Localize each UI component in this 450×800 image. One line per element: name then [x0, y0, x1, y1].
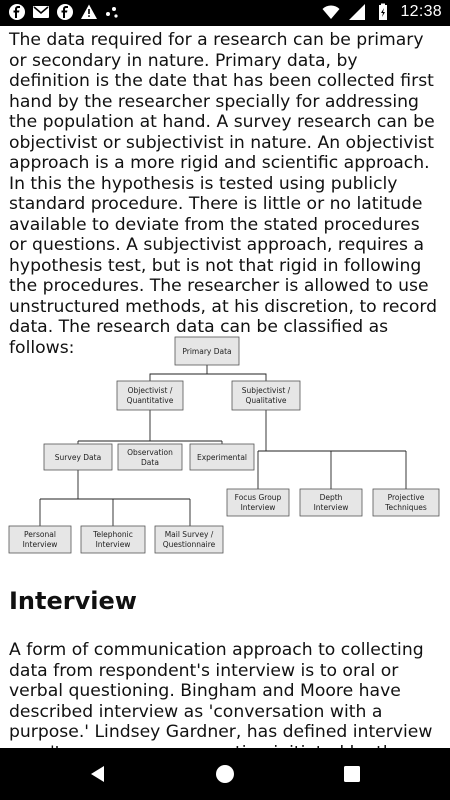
- diagram-connector: [149, 365, 208, 381]
- node-label: Interview: [314, 503, 349, 512]
- node-survey-data: Survey Data: [43, 443, 113, 471]
- node-experimental: Experimental: [189, 443, 255, 471]
- dots-icon: [104, 3, 122, 21]
- node-label: Depth: [320, 493, 343, 502]
- recents-icon: [344, 766, 360, 782]
- notification-icons: [8, 3, 122, 21]
- interview-paragraph: A form of communication approach to coll…: [9, 640, 433, 748]
- system-icons: 12:38: [322, 3, 442, 21]
- facebook-icon: [56, 3, 74, 21]
- node-label: Projective: [388, 493, 425, 502]
- signal-icon: [348, 3, 366, 21]
- recents-button[interactable]: [340, 762, 364, 786]
- back-icon: [91, 766, 104, 782]
- home-button[interactable]: [213, 762, 237, 786]
- node-label: Qualitative: [245, 396, 286, 405]
- warning-icon: [80, 3, 98, 21]
- node-primary-data: Primary Data: [174, 336, 240, 366]
- node-label: Telephonic: [92, 530, 133, 539]
- home-icon: [216, 765, 234, 783]
- node-label: Subjectivist /: [242, 386, 291, 395]
- node-depth-interview: Depth Interview: [299, 488, 363, 517]
- node-observation-data: Observation Data: [117, 443, 183, 471]
- node-label: Objectivist /: [128, 386, 173, 395]
- wifi-icon: [322, 3, 340, 21]
- node-label: Focus Group: [235, 493, 282, 502]
- back-button[interactable]: [86, 762, 110, 786]
- node-personal-interview: Personal Interview: [8, 525, 72, 554]
- node-subjectivist: Subjectivist / Qualitative: [231, 380, 301, 411]
- node-label: Observation: [127, 448, 173, 457]
- node-label: Personal: [24, 530, 56, 539]
- node-label: Primary Data: [182, 347, 231, 356]
- node-objectivist: Objectivist / Quantitative: [116, 380, 184, 411]
- research-data-diagram: Primary Data Objectivist / Quantitative …: [8, 336, 440, 554]
- node-telephonic-interview: Telephonic Interview: [80, 525, 146, 554]
- node-label: Questionnaire: [163, 540, 216, 549]
- gmail-icon: [32, 3, 50, 21]
- node-focus-group: Focus Group Interview: [226, 488, 290, 517]
- node-label: Interview: [241, 503, 276, 512]
- intro-paragraph: The data required for a research can be …: [9, 30, 438, 358]
- node-projective-techniques: Projective Techniques: [372, 488, 440, 517]
- node-mail-survey: Mail Survey / Questionnaire: [154, 525, 224, 554]
- node-label: Interview: [96, 540, 131, 549]
- node-label: Quantitative: [127, 396, 174, 405]
- section-heading: Interview: [9, 587, 137, 615]
- node-label: Techniques: [384, 503, 427, 512]
- node-label: Mail Survey /: [165, 530, 214, 539]
- navigation-bar: [0, 748, 450, 800]
- node-label: Interview: [23, 540, 58, 549]
- article-content[interactable]: The data required for a research can be …: [0, 26, 450, 748]
- node-label: Data: [141, 458, 159, 467]
- diagram-connector: [207, 373, 267, 381]
- clock: 12:38: [400, 3, 442, 20]
- facebook-icon: [8, 3, 26, 21]
- status-bar: 12:38: [0, 0, 450, 26]
- node-label: Experimental: [197, 453, 247, 462]
- battery-charging-icon: [374, 3, 392, 21]
- node-label: Survey Data: [55, 453, 101, 462]
